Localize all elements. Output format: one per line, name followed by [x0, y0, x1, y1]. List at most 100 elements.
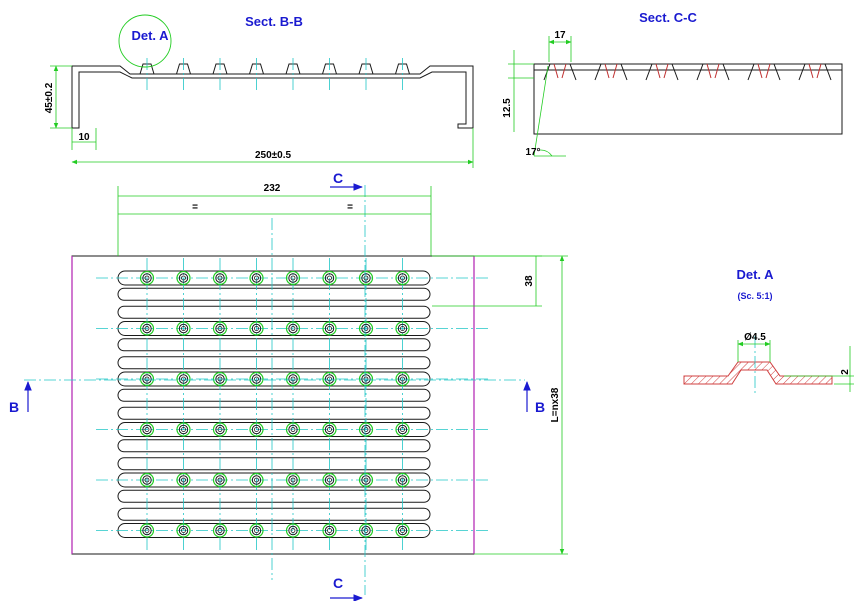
plan-pitch-dimension: 38 [524, 275, 535, 287]
plan-hole [212, 422, 228, 437]
plan-rib-slot [117, 305, 431, 319]
plan-rib-slot [117, 270, 431, 286]
cc-tooth [543, 63, 577, 81]
plan-hole [322, 422, 337, 437]
plan-hole [139, 270, 155, 286]
plan-rib-slot [117, 523, 431, 538]
height-dimension: 45±0.2 [44, 82, 55, 113]
plan-hole [176, 270, 191, 286]
cc-tooth [798, 63, 832, 81]
plan-hole [176, 371, 191, 387]
section-cc-teeth [543, 63, 832, 81]
section-bb-profile [71, 65, 474, 129]
plan-hole [358, 523, 374, 538]
plan-hole [395, 472, 410, 488]
equal-right-mark: = [347, 202, 353, 213]
plan-rib-slot [117, 489, 431, 503]
plan-rib-slot [117, 371, 431, 387]
plan-hole [358, 270, 374, 286]
plan-hole [212, 472, 228, 488]
width-dimension: 250±0.5 [255, 150, 292, 161]
plan-view: 232 = = 38 L=nx38 C C B B [9, 170, 568, 601]
plan-hole [212, 371, 228, 387]
plan-rib-slot [117, 388, 431, 402]
plan-width-dimension: 232 [264, 183, 281, 194]
plan-hole [322, 523, 337, 538]
detail-a-section [683, 361, 833, 385]
plan-hole [139, 523, 155, 538]
plan-hole [358, 321, 374, 336]
plan-hole [285, 523, 301, 538]
cc-tooth [696, 63, 730, 81]
detail-a-callout-label: Det. A [131, 28, 169, 43]
plan-length-dimension: L=nx38 [550, 387, 561, 422]
detail-a-callout-circle [118, 14, 172, 68]
angle-dimension: 17° [525, 147, 540, 158]
plan-rib-slot [117, 287, 431, 301]
plan-hole [176, 523, 191, 538]
plan-hole [249, 523, 264, 538]
plan-hole [139, 371, 155, 387]
cc-tooth [645, 63, 679, 81]
plan-rib-slot [117, 422, 431, 437]
section-bb-view: Sect. B-B Det. A 45±0.2 10 250±0.5 [44, 14, 474, 168]
plan-hole [285, 321, 301, 336]
detail-a-scale: (Sc. 5:1) [737, 291, 772, 301]
plan-hole [176, 321, 191, 336]
plan-hole [395, 523, 410, 538]
plan-hole [212, 523, 228, 538]
plan-hole [358, 422, 374, 437]
plan-hole [285, 472, 301, 488]
depth-dimension: 12.5 [502, 98, 513, 118]
cc-tooth [594, 63, 628, 81]
plan-hole [395, 270, 410, 286]
plan-hole [249, 422, 264, 437]
plan-hole [322, 371, 337, 387]
section-cc-view: Sect. C-C 17 12.5 17° [502, 10, 843, 158]
plan-rib-slot [117, 321, 431, 336]
plan-hole [285, 371, 301, 387]
plan-hole [249, 371, 264, 387]
plan-rib-slot [117, 406, 431, 420]
cc-tooth [747, 63, 781, 81]
plan-hole [285, 422, 301, 437]
plan-hole [358, 371, 374, 387]
section-cc-outline [533, 63, 843, 135]
cut-b-left-label: B [9, 399, 19, 415]
plan-hole [249, 472, 264, 488]
hole-diameter-dimension: Ø4.5 [744, 332, 766, 343]
detail-a-view: Det. A (Sc. 5:1) Ø4.5 2 [683, 267, 854, 396]
plan-hole [395, 422, 410, 437]
plan-rib-slot [117, 338, 431, 352]
plan-hole [395, 321, 410, 336]
cut-c-bottom-label: C [333, 575, 343, 591]
plan-rib-slot [117, 356, 431, 370]
cut-c-top-label: C [333, 170, 343, 186]
plan-ribs [117, 270, 431, 538]
section-bb-title: Sect. B-B [245, 14, 303, 29]
flange-dimension: 10 [78, 132, 90, 143]
plan-rib-slot [117, 507, 431, 521]
pitch-dimension-cc: 17 [554, 30, 566, 41]
plan-hole [139, 472, 155, 488]
plan-hole [249, 270, 264, 286]
detail-a-title: Det. A [736, 267, 774, 282]
section-bb-teeth [139, 58, 410, 90]
plan-rib-slot [117, 457, 431, 471]
plan-holes [96, 258, 490, 552]
plan-hole [249, 321, 264, 336]
plan-hole [139, 422, 155, 437]
plan-hole [285, 270, 301, 286]
section-cc-title: Sect. C-C [639, 10, 697, 25]
plan-hole [212, 321, 228, 336]
equal-left-mark: = [192, 202, 198, 213]
plan-rib-slot [117, 439, 431, 453]
cut-b-right-label: B [535, 399, 545, 415]
plan-hole [139, 321, 155, 336]
plan-rib-slot [117, 472, 431, 488]
thickness-dimension: 2 [840, 369, 851, 375]
plan-hole [176, 422, 191, 437]
plan-hole [395, 371, 410, 387]
plan-hole [176, 472, 191, 488]
